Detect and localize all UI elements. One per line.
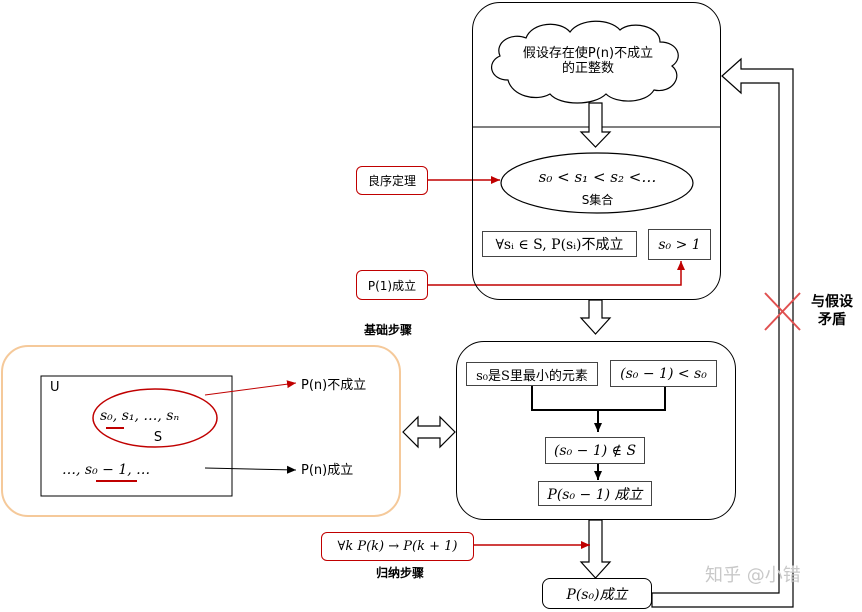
p-s0-minus-holds-box: P(s₀ − 1) 成立: [538, 481, 652, 506]
conclusion-box: P(s₀)成立: [542, 578, 652, 609]
well-ordering-box[interactable]: 良序定理: [356, 166, 428, 195]
induction-step-label: 归纳步骤: [375, 566, 424, 580]
s-members: s₀, s₁, …, sₙ: [100, 408, 180, 424]
proof-top-box: [472, 2, 721, 300]
arrow-to-pn-holds: [204, 465, 297, 474]
base-step-label: 基础步骤: [363, 323, 412, 337]
arrow-to-pn-not: [204, 380, 297, 396]
feedback-arrow: [651, 57, 794, 608]
double-arrow: [402, 415, 456, 449]
induction-formula-box[interactable]: ∀k P(k) → P(k + 1): [321, 532, 474, 561]
conclusion-text: P(s₀)成立: [566, 586, 628, 603]
cloud-text-line1: 假设存在使P(n)不成立: [522, 46, 654, 61]
assumption-cloud: [491, 20, 679, 104]
contradiction-line2: 矛盾: [818, 312, 846, 328]
contradiction-line1: 与假设: [811, 294, 853, 310]
arrow-p1-to-s0gt1: [428, 261, 685, 286]
s0-minus-lt-box: (s₀ − 1) < s₀: [610, 360, 717, 387]
s0-minus-notin-box: (s₀ − 1) ∉ S: [545, 437, 645, 464]
forall-not-box: ∀sᵢ ∈ S, P(sᵢ)不成立: [482, 231, 637, 257]
universe-box: [40, 375, 233, 497]
chain-ellipse: [500, 152, 694, 214]
pn-holds-label: P(n)成立: [301, 463, 354, 478]
watermark: 知乎 @小错: [705, 565, 801, 586]
s-set-label: S集合: [581, 193, 614, 207]
s-label: S: [153, 430, 163, 445]
example-panel: [1, 345, 401, 517]
s0-min-box: s₀是S里最小的元素: [466, 362, 598, 386]
s0-gt-1-box: s₀ > 1: [648, 229, 711, 260]
p1-holds-box[interactable]: P(1)成立: [356, 270, 428, 300]
outside-s: …, s₀ − 1, …: [62, 462, 151, 478]
contradiction-x-2: [764, 292, 801, 331]
pn-not-label: P(n)不成立: [301, 378, 367, 393]
chain-text: s₀ < s₁ < s₂ <…: [538, 168, 657, 186]
hollow-arrow-mid-to-bottom: [579, 519, 612, 579]
universe-label: U: [50, 380, 60, 395]
hollow-arrow-top-to-mid: [579, 299, 612, 335]
hollow-arrow-cloud-down: [579, 102, 612, 148]
cloud-text-line2: 的正整数: [561, 61, 614, 76]
set-s-ellipse: [92, 388, 218, 448]
proof-middle-box: [456, 341, 736, 520]
